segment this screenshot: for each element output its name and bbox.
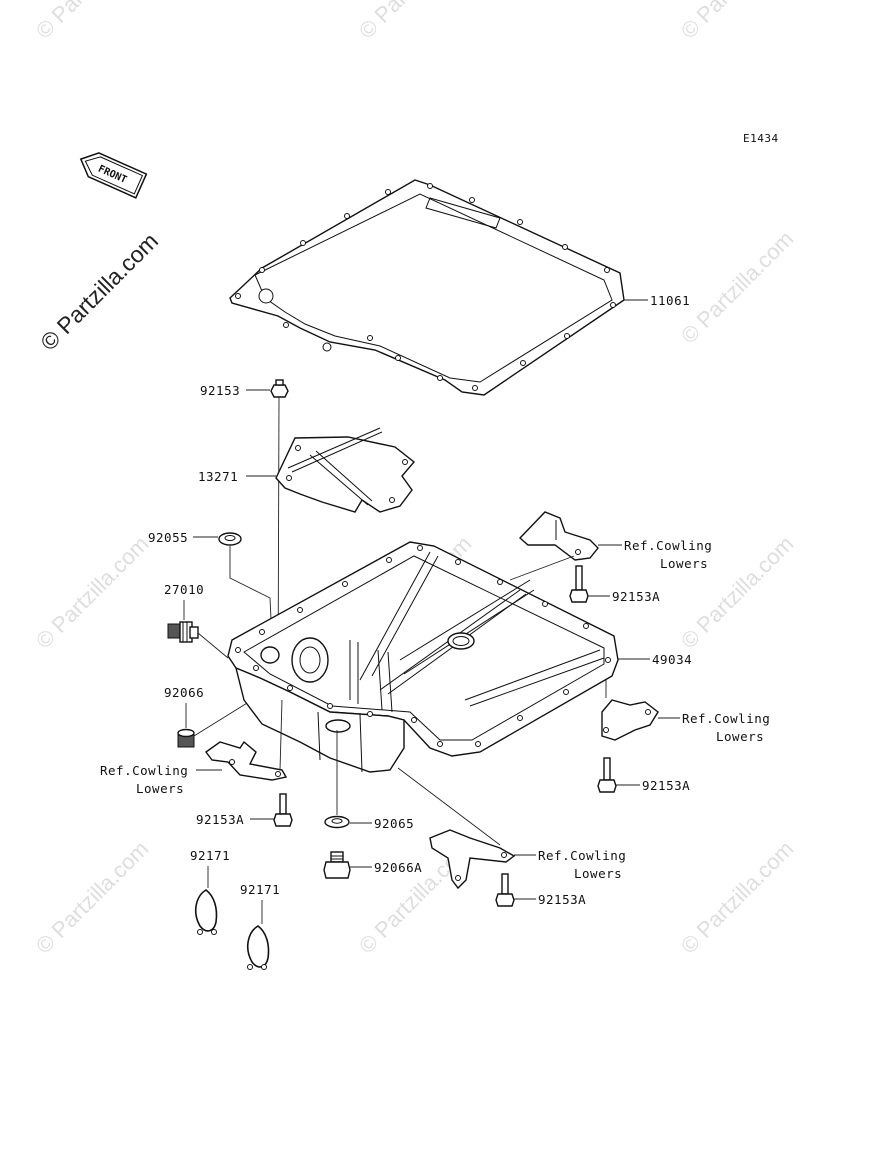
cowling-bracket-4[interactable] <box>429 829 516 890</box>
watermark-text: © Partzilla.com <box>31 531 154 654</box>
label-92171-1[interactable]: 92171 <box>190 848 230 863</box>
bolt-92153A-3[interactable] <box>273 793 293 827</box>
label-92153A-1[interactable]: 92153A <box>612 589 660 604</box>
label-49034[interactable]: 49034 <box>652 652 692 667</box>
ref-cowling-2-line2[interactable]: Lowers <box>716 729 764 744</box>
baffle-plate[interactable] <box>275 427 416 513</box>
ref-cowling-4-line2[interactable]: Lowers <box>574 866 622 881</box>
watermark-text: © Partzilla.com <box>676 0 799 44</box>
label-92153A-2[interactable]: 92153A <box>642 778 690 793</box>
label-92055[interactable]: 92055 <box>148 530 188 545</box>
hose-clamp-92171-2[interactable] <box>246 925 270 970</box>
label-92065[interactable]: 92065 <box>374 816 414 831</box>
ref-cowling-1-line2[interactable]: Lowers <box>660 556 708 571</box>
label-92153A-4[interactable]: 92153A <box>538 892 586 907</box>
ref-cowling-2-line1[interactable]: Ref.Cowling <box>682 711 770 726</box>
watermark-main-text: © Partzilla.com <box>35 228 163 356</box>
watermark-layer: © Partzilla.com © Partzilla.com © Partzi… <box>31 0 799 959</box>
bolt-92153[interactable] <box>270 379 289 398</box>
cowling-bracket-3[interactable] <box>205 740 288 781</box>
label-92153A-3[interactable]: 92153A <box>196 812 244 827</box>
label-92066[interactable]: 92066 <box>164 685 204 700</box>
watermark-text: © Partzilla.com <box>31 836 154 959</box>
cowling-bracket-1[interactable] <box>518 511 599 561</box>
washer-92055[interactable] <box>218 532 242 546</box>
diagram-code: E1434 <box>743 132 779 145</box>
oil-pressure-switch[interactable] <box>167 621 199 643</box>
label-27010[interactable]: 27010 <box>164 582 204 597</box>
ref-cowling-1-line1[interactable]: Ref.Cowling <box>624 538 712 553</box>
bolt-92153A-4[interactable] <box>495 873 515 907</box>
front-arrow-icon: FRONT <box>79 152 148 199</box>
watermark-text: © Partzilla.com <box>676 226 799 349</box>
bolt-92153A-2[interactable] <box>597 757 617 793</box>
washer-92065[interactable] <box>324 815 350 829</box>
oil-pan[interactable] <box>227 541 619 773</box>
label-92171-2[interactable]: 92171 <box>240 882 280 897</box>
ref-cowling-4-line1[interactable]: Ref.Cowling <box>538 848 626 863</box>
watermark-text: © Partzilla.com <box>31 0 154 44</box>
bolt-92153A-1[interactable] <box>569 565 589 603</box>
ref-cowling-3-line1[interactable]: Ref.Cowling <box>100 763 188 778</box>
watermark-text: © Partzilla.com <box>676 836 799 959</box>
label-92066A[interactable]: 92066A <box>374 860 422 875</box>
label-11061[interactable]: 11061 <box>650 293 690 308</box>
plug-92066[interactable] <box>177 728 195 748</box>
label-92153[interactable]: 92153 <box>200 383 240 398</box>
label-13271[interactable]: 13271 <box>198 469 238 484</box>
drain-plug-92066A[interactable] <box>323 851 351 879</box>
hose-clamp-92171-1[interactable] <box>194 889 218 935</box>
ref-cowling-3-line2[interactable]: Lowers <box>136 781 184 796</box>
cowling-bracket-2[interactable] <box>601 699 659 741</box>
oil-pan-gasket[interactable] <box>229 179 625 396</box>
watermark-text: © Partzilla.com <box>354 0 477 44</box>
